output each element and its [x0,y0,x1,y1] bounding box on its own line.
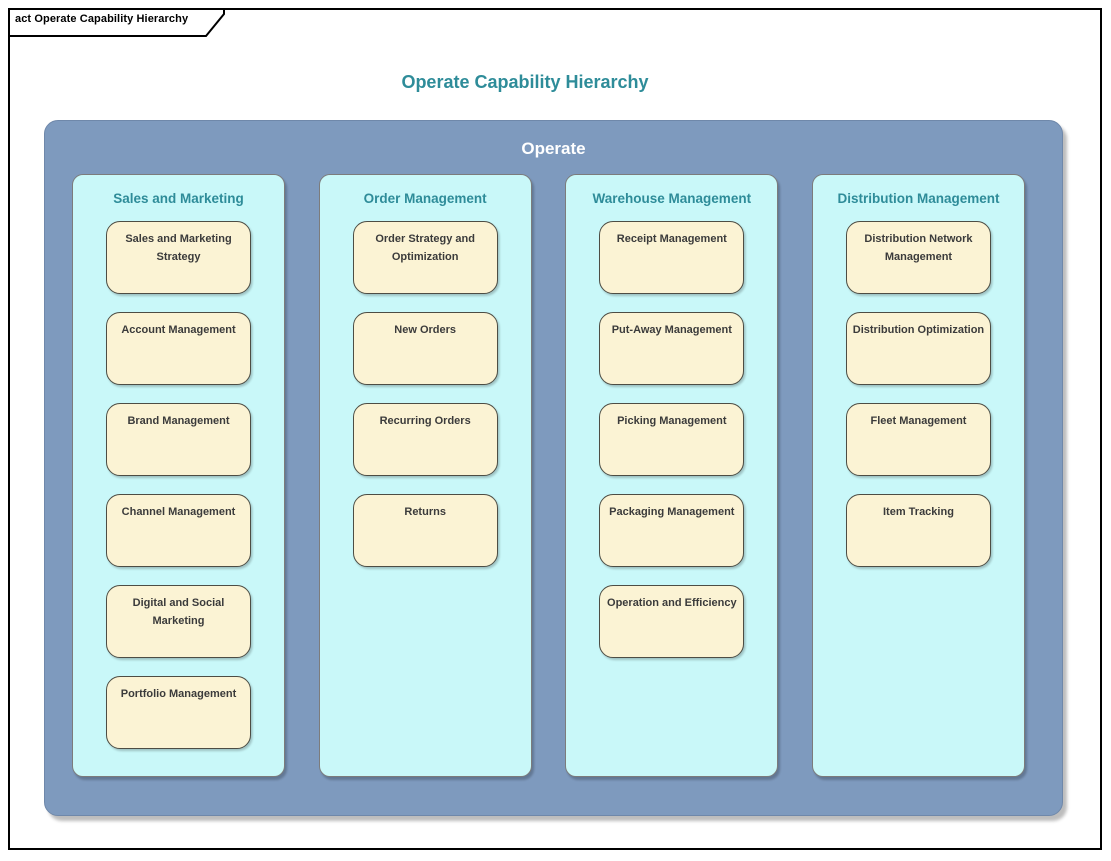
capability-box-distribution-network-management[interactable]: Distribution Network Management [845,221,991,294]
capability-label: New Orders [394,324,457,336]
capability-box-new-orders[interactable]: New Orders [352,312,498,385]
capability-label: Fleet Management [870,415,967,427]
capability-label: Operation and Efficiency [607,597,737,609]
capability-box-put-away-management[interactable]: Put-Away Management [599,312,745,385]
capability-label: Account Management [121,324,236,336]
diagram-frame: act Operate Capability Hierarchy Operate… [8,8,1102,850]
capability-label: Brand Management [127,415,230,427]
frame-tab-label: act Operate Capability Hierarchy [15,13,189,25]
capability-box-recurring-orders[interactable]: Recurring Orders [352,403,498,476]
capability-box-channel-management[interactable]: Channel Management [106,494,251,567]
column-header: Distribution Management [837,190,1000,206]
capability-box-operation-and-efficiency[interactable]: Operation and Efficiency [599,585,745,658]
capability-box-picking-management[interactable]: Picking Management [599,403,745,476]
capability-box-receipt-management[interactable]: Receipt Management [599,221,745,294]
capability-box-digital-and-social-marketing[interactable]: Digital and Social Marketing [106,585,251,658]
capability-box-sales-and-marketing-strategy[interactable]: Sales and Marketing Strategy [106,221,251,294]
capability-label: Picking Management [617,415,727,427]
capability-label: Returns [404,506,446,518]
capability-label: Put-Away Management [611,324,732,336]
capability-label: Recurring Orders [379,415,471,427]
capability-box-returns[interactable]: Returns [352,494,498,567]
capability-label: Distribution Optimization [852,324,985,336]
capability-label: Order Strategy and Optimization [375,233,475,263]
capability-label: Packaging Management [609,506,735,518]
capability-label: Channel Management [121,506,236,518]
column-header: Sales and Marketing [113,190,244,206]
capability-box-brand-management[interactable]: Brand Management [106,403,251,476]
capability-label: Item Tracking [883,506,954,518]
capability-label: Distribution Network Management [864,233,973,263]
capability-box-item-tracking[interactable]: Item Tracking [845,494,991,567]
column-header: Order Management [363,190,487,206]
diagram-title: Operate Capability Hierarchy [401,72,649,92]
capability-box-distribution-optimization[interactable]: Distribution Optimization [845,312,991,385]
frame-tab-shape [8,8,225,37]
capability-box-portfolio-management[interactable]: Portfolio Management [106,676,251,749]
capability-box-order-strategy-and-optimization[interactable]: Order Strategy and Optimization [352,221,498,294]
capability-box-fleet-management[interactable]: Fleet Management [845,403,991,476]
capability-label: Portfolio Management [120,688,237,700]
column-header: Warehouse Management [592,190,752,206]
capability-box-packaging-management[interactable]: Packaging Management [599,494,745,567]
capability-box-account-management[interactable]: Account Management [106,312,251,385]
operate-container-label: Operate [521,139,586,158]
capability-label: Sales and Marketing Strategy [125,233,232,263]
capability-label: Receipt Management [616,233,727,245]
capability-label: Digital and Social Marketing [132,597,225,627]
diagram-frame-tab: act Operate Capability Hierarchy [8,8,230,38]
